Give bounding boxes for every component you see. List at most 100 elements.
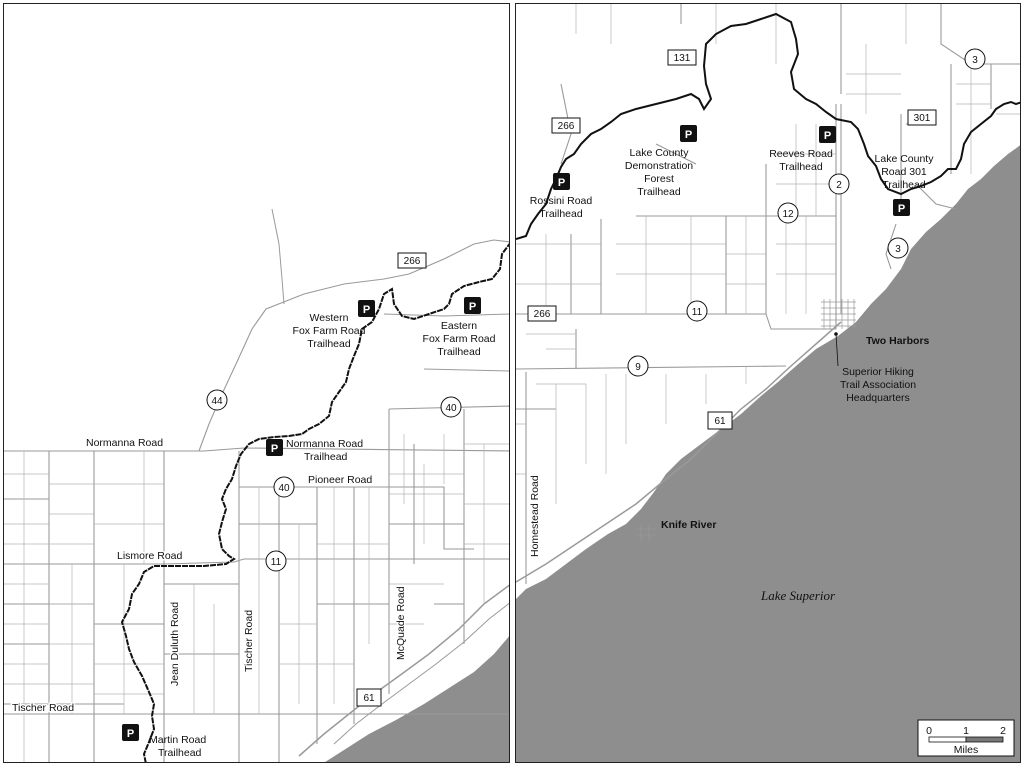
svg-text:11: 11	[692, 307, 703, 318]
route-12-shield: 12	[777, 202, 799, 224]
svg-text:61: 61	[363, 693, 375, 704]
western-fox-farm-trailhead[interactable]: P Western Fox Farm Road Trailhead	[293, 300, 375, 350]
lake-county-road-301-trailhead[interactable]: P Lake County Road 301 Trailhead	[875, 153, 935, 216]
scale-bar: 0 1 2 Miles	[917, 719, 1015, 757]
svg-text:Eastern: Eastern	[441, 320, 477, 332]
svg-text:131: 131	[674, 53, 691, 64]
normanna-road-trailhead[interactable]: P Normanna Road Trailhead	[266, 438, 363, 463]
svg-text:P: P	[898, 203, 905, 215]
lake-superior-label: Lake Superior	[760, 588, 836, 603]
svg-text:40: 40	[445, 403, 457, 414]
svg-text:Fox Farm Road: Fox Farm Road	[423, 333, 496, 345]
svg-text:12: 12	[782, 209, 794, 220]
svg-text:Rossini Road: Rossini Road	[530, 195, 593, 207]
route-2-shield: 2	[828, 173, 850, 195]
route-11-shield: 11	[265, 550, 287, 572]
svg-text:Lake County: Lake County	[630, 147, 690, 159]
svg-text:3: 3	[895, 244, 901, 255]
route-3-shield-south: 3	[887, 237, 909, 259]
route-61-shield: 61	[356, 688, 382, 707]
svg-text:40: 40	[278, 483, 290, 494]
tischer-road-vertical-label: Tischer Road	[243, 610, 255, 672]
two-harbors-town-grid	[821, 299, 856, 329]
svg-text:Trailhead: Trailhead	[437, 346, 481, 358]
svg-text:Trailhead: Trailhead	[779, 161, 823, 173]
jean-duluth-road-label: Jean Duluth Road	[169, 602, 181, 686]
pioneer-road-label: Pioneer Road	[308, 474, 372, 486]
svg-text:Forest: Forest	[644, 173, 674, 185]
knife-river-label: Knife River	[661, 519, 716, 531]
superior-hiking-trail	[516, 12, 1020, 240]
lake-county-demonstration-forest-trailhead[interactable]: P Lake County Demonstration Forest Trail…	[625, 125, 697, 198]
forest-road	[271, 208, 285, 305]
svg-text:61: 61	[714, 416, 726, 427]
road-west-line	[423, 368, 509, 372]
route-40-shield-east: 40	[440, 396, 462, 418]
road-network	[516, 4, 1020, 584]
svg-text:Trailhead: Trailhead	[307, 338, 351, 350]
svg-text:Martin Road: Martin Road	[149, 734, 206, 746]
svg-text:266: 266	[404, 256, 421, 267]
scale-tick-0: 0	[926, 725, 932, 737]
martin-road-trailhead[interactable]: P Martin Road Trailhead	[122, 724, 206, 759]
svg-text:P: P	[558, 177, 565, 189]
knife-river-town-grid	[636, 524, 656, 542]
svg-text:Trailhead: Trailhead	[304, 451, 348, 463]
route-266-shield: 266	[397, 252, 427, 269]
lismore-road-label: Lismore Road	[117, 550, 183, 562]
svg-text:Lake County: Lake County	[875, 153, 935, 165]
lake-superior-water	[516, 145, 1020, 762]
svg-text:Reeves Road: Reeves Road	[769, 148, 833, 160]
superior-hiking-trail	[120, 243, 509, 762]
svg-text:Headquarters: Headquarters	[846, 392, 910, 404]
scale-tick-1: 1	[963, 725, 969, 737]
route-61-shield: 61	[707, 411, 733, 430]
tischer-road-horizontal-label: Tischer Road	[12, 702, 74, 714]
rossini-road-trailhead[interactable]: P Rossini Road Trailhead	[530, 173, 593, 220]
svg-text:Trailhead: Trailhead	[539, 208, 583, 220]
shoreline-road	[333, 602, 509, 745]
left-map-canvas: Normanna Road Pioneer Road Lismore Road …	[4, 208, 509, 762]
svg-text:301: 301	[914, 113, 931, 124]
route-266-shield-west: 266	[527, 305, 557, 322]
svg-text:2: 2	[836, 180, 842, 191]
svg-text:P: P	[685, 129, 692, 141]
svg-text:Fox Farm Road: Fox Farm Road	[293, 325, 366, 337]
svg-text:P: P	[271, 443, 278, 455]
reeves-road-trailhead[interactable]: P Reeves Road Trailhead	[769, 126, 836, 173]
eastern-fox-farm-trailhead[interactable]: P Eastern Fox Farm Road Trailhead	[423, 297, 496, 358]
svg-text:9: 9	[635, 362, 641, 373]
route-301-shield: 301	[907, 109, 937, 126]
left-map-panel[interactable]: Normanna Road Pioneer Road Lismore Road …	[3, 3, 510, 763]
scale-unit: Miles	[954, 744, 979, 756]
svg-text:Trailhead: Trailhead	[158, 747, 202, 759]
svg-text:Normanna Road: Normanna Road	[286, 438, 363, 450]
svg-text:P: P	[469, 301, 476, 313]
route-9-shield: 9	[627, 355, 649, 377]
scale-tick-2: 2	[1000, 725, 1006, 737]
svg-text:Superior Hiking: Superior Hiking	[842, 366, 914, 378]
svg-text:Trailhead: Trailhead	[882, 179, 926, 191]
shta-headquarters-label: Superior Hiking Trail Association Headqu…	[834, 332, 916, 404]
right-map-panel[interactable]: Two Harbors Knife River Superior Hiking …	[515, 3, 1021, 763]
svg-text:Trail Association: Trail Association	[840, 379, 916, 391]
svg-text:P: P	[363, 304, 370, 316]
mcquade-road-label: McQuade Road	[395, 586, 407, 660]
svg-text:266: 266	[534, 309, 551, 320]
road-network	[4, 405, 509, 762]
route-266-shield-north: 266	[551, 117, 581, 134]
lake-superior-water	[325, 636, 509, 762]
svg-text:Trailhead: Trailhead	[637, 186, 681, 198]
minor-roads	[516, 4, 1020, 504]
svg-text:Road 301: Road 301	[881, 166, 927, 178]
svg-text:Demonstration: Demonstration	[625, 160, 693, 172]
two-harbors-label: Two Harbors	[866, 335, 930, 347]
svg-text:Western: Western	[310, 312, 349, 324]
homestead-road-label: Homestead Road	[529, 475, 541, 557]
route-3-shield-north: 3	[964, 48, 986, 70]
highway-61-line	[516, 321, 842, 583]
svg-text:P: P	[824, 130, 831, 142]
svg-text:P: P	[127, 728, 134, 740]
route-44-shield: 44	[206, 389, 228, 411]
route-131-shield: 131	[667, 49, 697, 66]
